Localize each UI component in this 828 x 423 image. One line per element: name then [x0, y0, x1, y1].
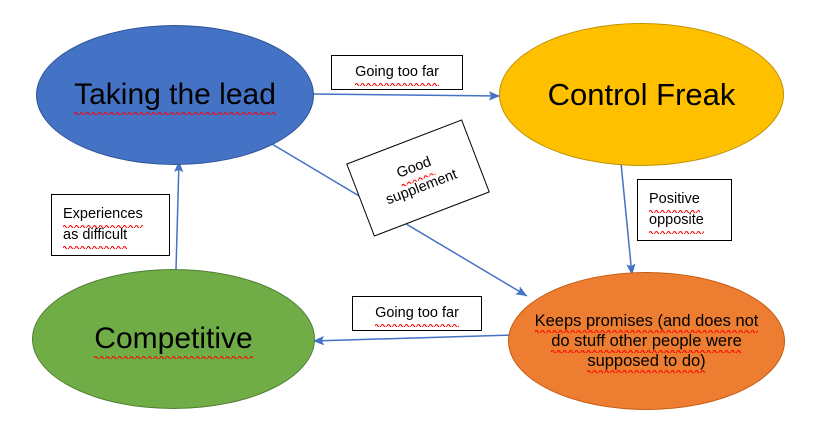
- edge-label-going-too-far-bottom-text: Going too far: [375, 303, 459, 328]
- edge-label-good-supplement[interactable]: Good supplement: [346, 119, 490, 237]
- node-competitive[interactable]: Competitive: [32, 269, 315, 409]
- edge-label-positive-opposite[interactable]: Positive opposite: [637, 179, 732, 241]
- edge-label-experiences-as-difficult-line2: as difficult: [63, 225, 128, 250]
- edge-label-going-too-far-bottom[interactable]: Going too far: [352, 296, 482, 331]
- edge-label-experiences-as-difficult-line1: Experiences: [63, 204, 143, 229]
- node-taking-the-lead[interactable]: Taking the lead: [36, 25, 314, 165]
- arrow-keeps-promises-to-competitive: [312, 334, 513, 346]
- arrow-control-freak-to-keeps-promises: [620, 162, 636, 276]
- edge-label-positive-opposite-line2: opposite: [649, 210, 704, 235]
- edge-label-going-too-far-top-text: Going too far: [355, 62, 439, 87]
- edge-label-going-too-far-top[interactable]: Going too far: [331, 55, 463, 90]
- edge-label-experiences-as-difficult[interactable]: Experiences as difficult: [51, 194, 170, 256]
- node-keeps-promises[interactable]: Keeps promises (and does not do stuff ot…: [508, 272, 785, 410]
- node-taking-the-lead-label: Taking the lead: [64, 77, 286, 115]
- node-keeps-promises-label: Keeps promises (and does not do stuff ot…: [534, 311, 759, 374]
- edge-label-positive-opposite-line1: Positive: [649, 189, 700, 214]
- node-control-freak[interactable]: Control Freak: [499, 23, 784, 166]
- node-competitive-label: Competitive: [84, 321, 262, 359]
- arrow-taking-the-lead-to-control-freak: [311, 91, 501, 101]
- node-control-freak-label: Control Freak: [547, 76, 736, 112]
- arrow-competitive-to-taking-the-lead: [174, 160, 184, 271]
